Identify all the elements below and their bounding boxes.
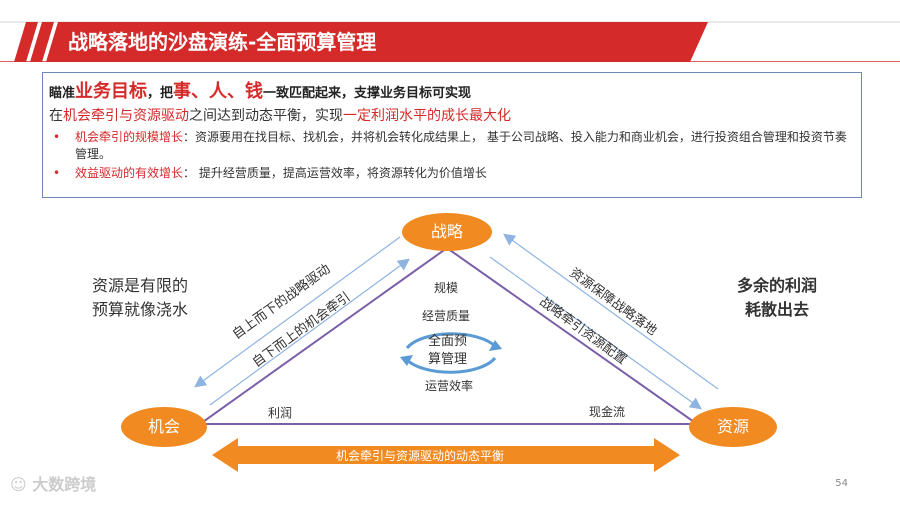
node-strategy: 战略 (402, 213, 492, 251)
line1-suffix: 一致匹配起来，支撑业务目标可实现 (263, 86, 472, 101)
summary-box: 瞄准业务目标，把事、人、钱一致匹配起来，支撑业务目标可实现 在机会牵引与资源驱动… (42, 72, 862, 198)
line2-mid: 之间达到动态平衡，实现 (189, 108, 343, 124)
left-side-text: 资源是有限的 预算就像浇水 (70, 274, 210, 322)
page-number: 54 (835, 478, 848, 489)
node-opportunity: 机会 (121, 407, 207, 447)
line1-emphasis-1: 业务目标 (75, 81, 148, 102)
inner-label-cashflow: 现金流 (589, 405, 626, 419)
right-side-line: 多余的利润 (736, 276, 817, 295)
center-line: 全面预 (428, 334, 468, 349)
inner-triangle (196, 246, 701, 425)
inner-label-efficiency: 运营效率 (425, 379, 474, 393)
bottom-arrow-label: 机会牵引与资源驱动的动态平衡 (336, 449, 505, 463)
arrow-left-outer (194, 236, 401, 388)
bullet-item: 效益驱动的有效增长： 提升经营质量，提高运营效率，将资源转化为价值增长 (49, 165, 851, 182)
brand-logo: ☺ 大数跨境 (10, 471, 96, 495)
inner-label-profit: 利润 (268, 406, 293, 420)
diagram-graphics (194, 233, 719, 472)
page-title: 战略落地的沙盘演练-全面预算管理 (68, 30, 377, 54)
summary-line-1: 瞄准业务目标，把事、人、钱一致匹配起来，支撑业务目标可实现 (49, 81, 851, 105)
left-side-line: 资源是有限的 (91, 276, 188, 295)
cycle-arrow-top (405, 332, 497, 349)
line1-prefix: 瞄准 (49, 86, 76, 101)
arrow-right-inner (489, 256, 702, 410)
strategy-diagram: 战略 机会 资源 资源是有限的 预算就像浇水 多余的利润 耗散出去 自上而下的战… (0, 200, 900, 507)
right-side-text: 多余的利润 耗散出去 (712, 274, 842, 322)
header-banner (0, 21, 900, 62)
logo-icon: ☺ (10, 475, 27, 494)
right-side-line: 耗散出去 (744, 300, 809, 319)
bottom-double-arrow (212, 438, 680, 472)
bullet-text: ： 提升经营质量，提高运营效率，将资源转化为价值增长 (183, 166, 487, 180)
line2-red-1: 机会牵引与资源驱动 (63, 108, 189, 124)
summary-line-2: 在机会牵引与资源驱动之间达到动态平衡，实现一定利润水平的成长最大化 (49, 105, 851, 127)
arrow-right-outer (503, 233, 719, 390)
inner-center-budget: 全面预 算管理 (428, 333, 467, 369)
line1-mid: ，把 (147, 86, 174, 101)
line2-red-2: 一定利润水平的成长最大化 (343, 108, 511, 124)
cycle-arrow-bottom (405, 357, 497, 374)
logo-text: 大数跨境 (32, 475, 97, 494)
inner-label-quality: 经营质量 (422, 309, 471, 323)
bullet-text: ：资源要用在找目标、找机会，并将机会转化成结果上， 基于公司战略、投入能力和商业… (75, 130, 847, 161)
line1-emphasis-2: 事、人、钱 (173, 81, 264, 102)
node-resource: 资源 (689, 407, 777, 447)
left-side-line: 预算就像浇水 (91, 300, 188, 319)
bullet-label: 机会牵引的规模增长 (75, 130, 184, 144)
line2-prefix: 在 (49, 108, 63, 124)
inner-label-scale: 规模 (434, 281, 459, 295)
center-line: 算管理 (428, 352, 468, 367)
arrow-left-inner (209, 258, 410, 406)
bullet-item: 机会牵引的规模增长：资源要用在找目标、找机会，并将机会转化成结果上， 基于公司战… (49, 129, 851, 163)
bullet-label: 效益驱动的有效增长 (75, 166, 184, 180)
